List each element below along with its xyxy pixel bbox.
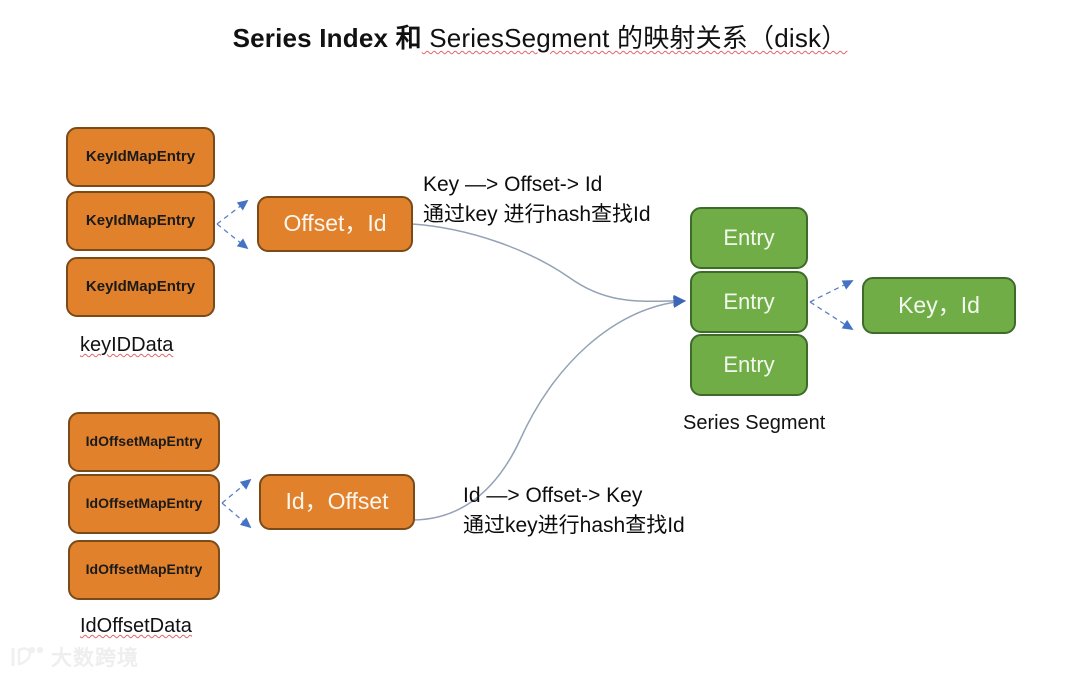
dashed-connector-keyiddata-to-offsetid xyxy=(216,199,249,250)
offset-id-pill-label: Offset，Id xyxy=(283,210,387,237)
annotation-top: Key —> Offset-> Id 通过key 进行hash查找Id xyxy=(423,170,651,230)
annotation-top-line1: Key —> Offset-> Id xyxy=(423,173,603,196)
watermark-text: 大数跨境 xyxy=(51,647,139,670)
id-offset-pill[interactable]: Id，Offset xyxy=(259,474,415,530)
series-segment-entry-1[interactable]: Entry xyxy=(690,271,808,333)
key-id-pill[interactable]: Key，Id xyxy=(862,277,1016,334)
dashed-connector-entry-to-keyid xyxy=(809,280,854,330)
keyiddata-entry-2-label: KeyIdMapEntry xyxy=(85,277,196,295)
keyiddata-entry-0-label: KeyIdMapEntry xyxy=(85,147,196,165)
series-segment-entry-0[interactable]: Entry xyxy=(690,207,808,269)
keyiddata-entry-1[interactable]: KeyIdMapEntry xyxy=(66,191,215,251)
dashed-connector-idoffsetdata-to-idoffset xyxy=(221,478,252,529)
page-title-bold: Series Index 和 xyxy=(232,23,422,53)
keyiddata-entry-2[interactable]: KeyIdMapEntry xyxy=(66,257,215,317)
idoffsetdata-entry-2-label: IdOffsetMapEntry xyxy=(85,561,203,578)
series-segment-entry-0-label: Entry xyxy=(723,224,775,250)
series-segment-entry-2[interactable]: Entry xyxy=(690,334,808,396)
idoffsetdata-caption: IdOffsetData xyxy=(80,615,192,637)
keyiddata-entry-1-label: KeyIdMapEntry xyxy=(85,211,196,229)
page-title-rest: SeriesSegment 的映射关系（disk） xyxy=(421,23,848,53)
page-title: Series Index 和 SeriesSegment 的映射关系（disk） xyxy=(0,18,1080,55)
key-id-pill-label: Key，Id xyxy=(898,291,980,318)
curve-offsetid-to-entry xyxy=(411,223,687,307)
watermark-logo-icon xyxy=(10,645,44,669)
idoffsetdata-entry-0-label: IdOffsetMapEntry xyxy=(85,433,203,450)
watermark: 大数跨境 xyxy=(10,642,139,672)
series-segment-entry-2-label: Entry xyxy=(723,351,775,377)
idoffsetdata-entry-1[interactable]: IdOffsetMapEntry xyxy=(68,474,220,534)
annotation-top-line2: 通过key 进行hash查找Id xyxy=(423,202,651,226)
keyiddata-entry-0[interactable]: KeyIdMapEntry xyxy=(66,127,215,187)
idoffsetdata-entry-1-label: IdOffsetMapEntry xyxy=(85,495,203,512)
idoffsetdata-entry-0[interactable]: IdOffsetMapEntry xyxy=(68,412,220,472)
offset-id-pill[interactable]: Offset，Id xyxy=(257,196,413,252)
annotation-bottom-line1: Id —> Offset-> Key xyxy=(463,484,643,507)
keyiddata-caption: keyIDData xyxy=(80,334,174,356)
series-segment-entry-1-label: Entry xyxy=(723,288,775,314)
id-offset-pill-label: Id，Offset xyxy=(285,488,389,515)
idoffsetdata-entry-2[interactable]: IdOffsetMapEntry xyxy=(68,540,220,600)
annotation-bottom: Id —> Offset-> Key 通过key进行hash查找Id xyxy=(463,481,685,541)
annotation-bottom-line2: 通过key进行hash查找Id xyxy=(463,513,685,537)
series-segment-caption: Series Segment xyxy=(683,412,826,434)
